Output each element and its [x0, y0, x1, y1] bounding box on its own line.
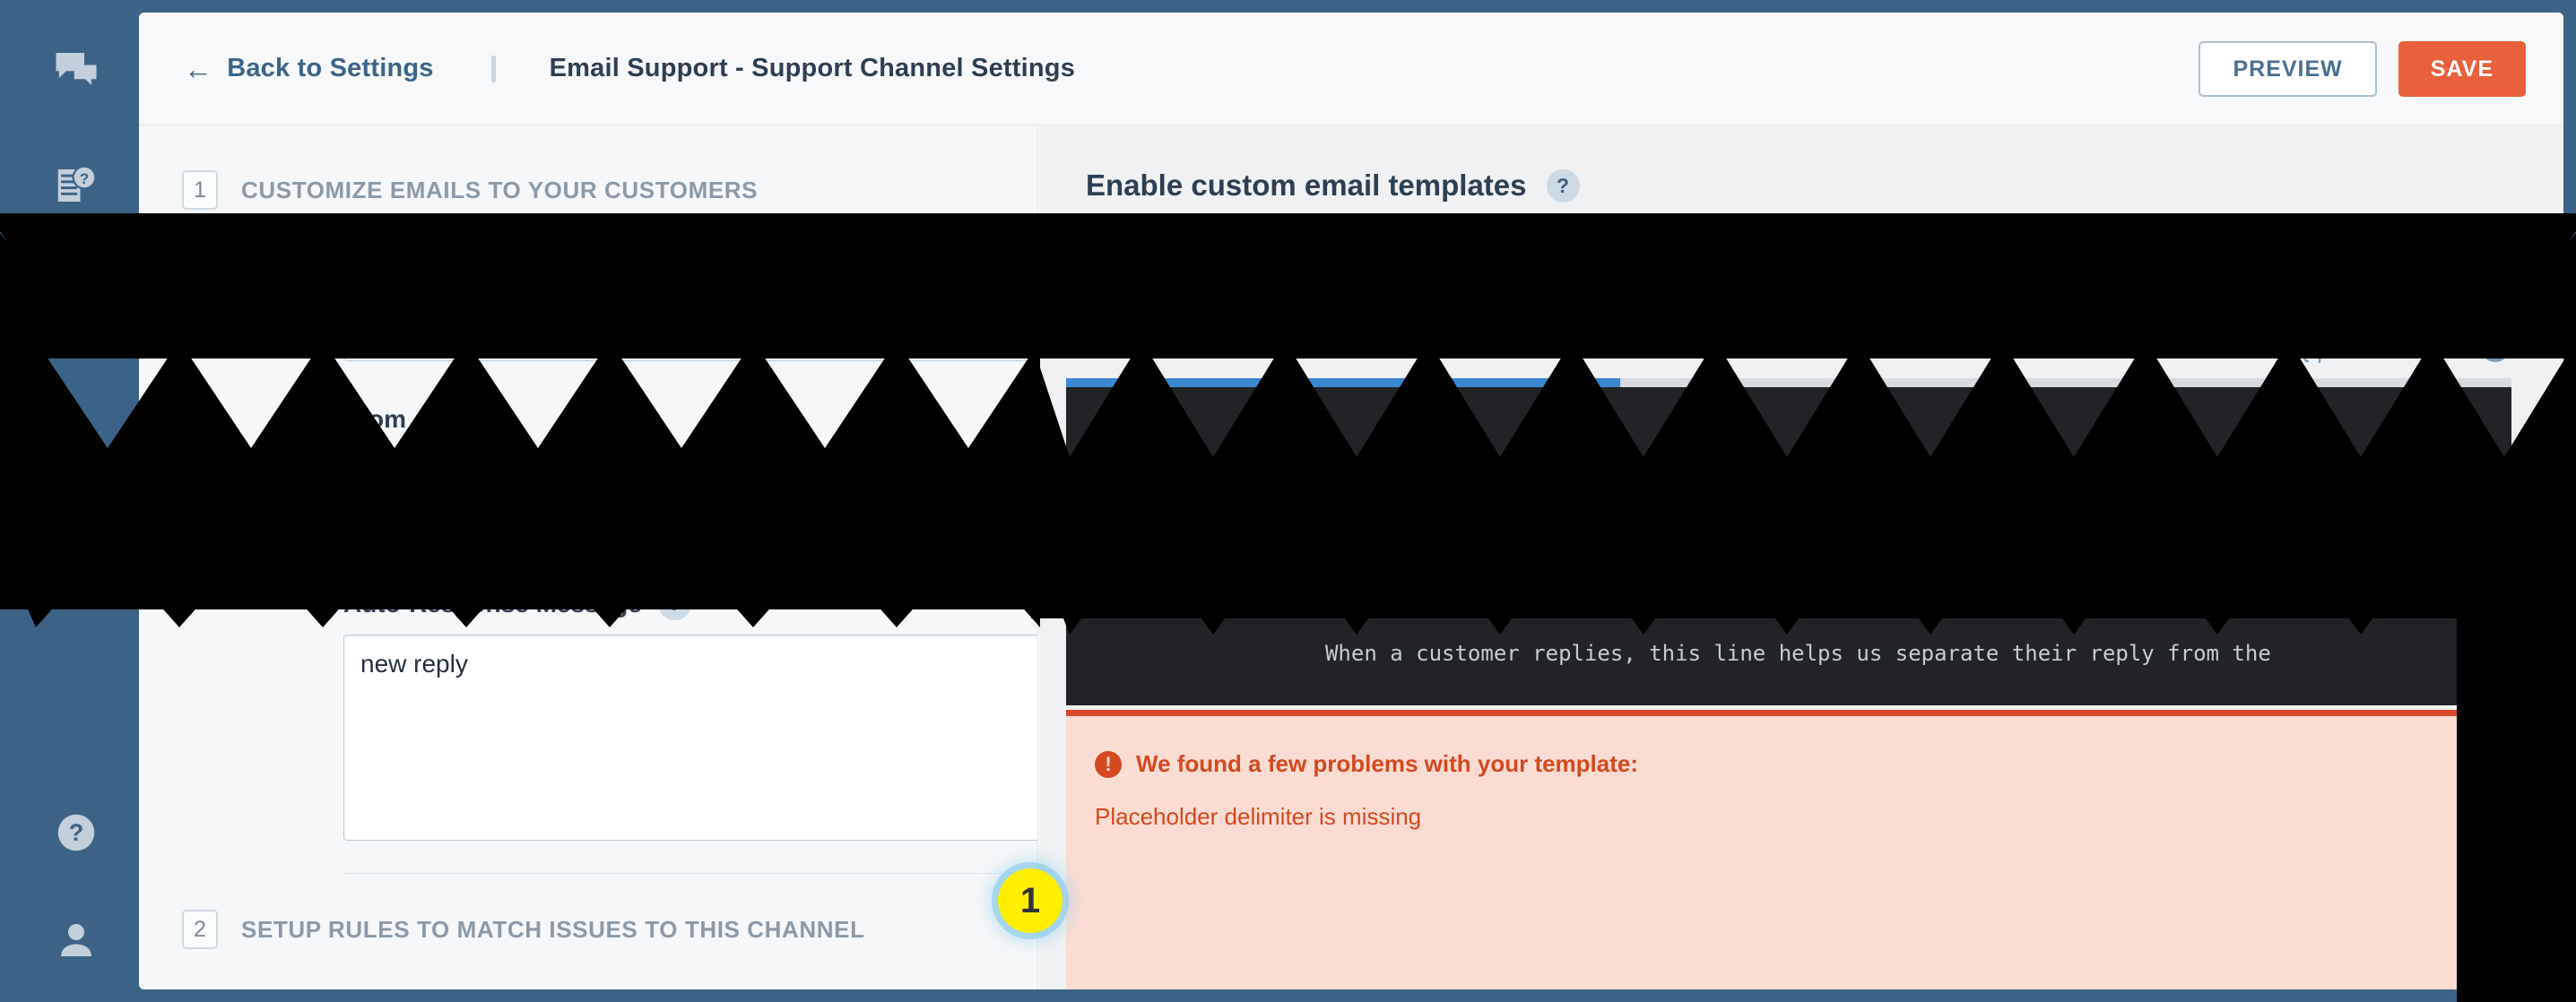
save-button[interactable]: SAVE [2398, 41, 2526, 97]
svg-text:?: ? [79, 170, 88, 187]
template-error-title: We found a few problems with your templa… [1136, 750, 1639, 777]
step-1-header: 1 CUSTOMIZE EMAILS TO YOUR CUSTOMERS [182, 170, 1037, 210]
document-question-icon: ? [52, 161, 100, 210]
form-divider-2 [343, 873, 1037, 874]
editor-horizontal-scrollbar[interactable] [1066, 378, 2511, 387]
enable-templates-header: Enable custom email templates ? [1086, 168, 2563, 203]
from-name-label-row: From Name ? [343, 251, 1037, 284]
help-circle-icon[interactable]: ? [2477, 330, 2513, 366]
from-field-group: From ? [343, 402, 1037, 513]
help-circle-icon: ? [52, 808, 100, 857]
editor-toolbar-icons: ? [2294, 330, 2513, 366]
bar-chart-icon [52, 278, 100, 326]
topbar-actions: PREVIEW SAVE [2199, 13, 2526, 125]
svg-text:?: ? [2490, 339, 2502, 359]
step-1-number: 1 [182, 170, 218, 210]
sidebar-item-reports[interactable] [13, 262, 139, 342]
form-divider [343, 545, 1037, 546]
left-icon-rail-inner: ? ? [13, 13, 139, 989]
editor-scrollbar-thumb[interactable] [1066, 378, 1620, 387]
settings-form-pane: 1 CUSTOMIZE EMAILS TO YOUR CUSTOMERS Fro… [139, 125, 1038, 989]
html-template-code-editor[interactable]: <!-- delimiter: When a customer replies,… [1066, 387, 2511, 705]
step-2-label: SETUP RULES TO MATCH ISSUES TO THIS CHAN… [241, 915, 865, 943]
toggle-label: YES [2413, 281, 2459, 307]
main-card: ← Back to Settings Email Support - Suppo… [139, 13, 2563, 989]
from-name-help-icon[interactable]: ? [498, 251, 532, 284]
auto-response-field-group: Auto-Response Message ? new reply [343, 587, 1037, 841]
body-split: 1 CUSTOMIZE EMAILS TO YOUR CUSTOMERS Fro… [139, 125, 2563, 989]
insert-placeholder-icon[interactable] [2294, 330, 2330, 366]
default-channel-note: i This is your default email support cha… [354, 985, 1037, 989]
template-tabs: HTML ! PLAIN TEXT [1086, 226, 2563, 272]
template-error-banner: ! We found a few problems with your temp… [1066, 710, 2511, 989]
template-error-title-row: ! We found a few problems with your temp… [1095, 750, 2511, 778]
sidebar-item-profile[interactable] [13, 900, 139, 980]
auto-response-value: new reply [360, 650, 468, 678]
tab-html[interactable]: HTML ! [1086, 226, 1196, 272]
auto-response-label: Auto-Response Message [343, 589, 642, 618]
from-name-label: From Name [343, 253, 482, 281]
from-name-input[interactable]: Happy Apps Support [343, 298, 1037, 361]
toggle-knob [2459, 272, 2502, 315]
step-2-number: 2 [182, 910, 218, 949]
template-editor-pane: Enable custom email templates ? YES HTML… [1039, 125, 2563, 989]
from-label-row: From ? [343, 402, 1037, 436]
back-to-settings-label: Back to Settings [227, 54, 434, 82]
tab-html-error-badge: ! [1168, 226, 1196, 254]
page-title: Email Support - Support Channel Settings [549, 54, 1076, 82]
tab-plain-text[interactable]: PLAIN TEXT [1256, 230, 1405, 272]
sidebar-item-faq[interactable]: ? [13, 145, 139, 226]
info-italic-icon: i [354, 985, 361, 989]
exclamation-circle-icon: ! [1095, 750, 1122, 778]
auto-response-textarea[interactable]: new reply [343, 635, 1037, 841]
annotation-badge-1: 1 [998, 868, 1062, 933]
enable-templates-toggle[interactable]: YES [2397, 269, 2506, 319]
code-line: When a customer replies, this line helps… [1066, 641, 2271, 666]
from-input[interactable] [343, 450, 1037, 513]
left-icon-rail: ? ? [0, 0, 139, 1002]
auto-response-label-row: Auto-Response Message ? [343, 587, 1037, 620]
default-channel-note-text: This is your default email support chann… [376, 987, 862, 990]
back-to-settings-link[interactable]: ← Back to Settings [184, 54, 434, 83]
code-line: <!-- delimiter: [1066, 496, 1468, 521]
svg-text:?: ? [68, 819, 83, 846]
arrow-left-icon: ← [184, 52, 213, 85]
breadcrumb-separator [490, 55, 496, 82]
from-label: From [343, 404, 406, 433]
tab-html-label: HTML [1086, 226, 1157, 253]
auto-response-help-icon[interactable]: ? [657, 587, 691, 620]
tab-plain-text-label: PLAIN TEXT [1256, 230, 1405, 257]
from-name-field-group: From Name ? Happy Apps Support [343, 251, 1037, 361]
gear-icon[interactable] [2386, 330, 2422, 366]
step-2-header: 2 SETUP RULES TO MATCH ISSUES TO THIS CH… [182, 910, 1037, 949]
sidebar-item-conversations[interactable] [13, 29, 139, 109]
top-bar: ← Back to Settings Email Support - Suppo… [139, 13, 2563, 125]
preview-button[interactable]: PREVIEW [2199, 41, 2377, 97]
sidebar-item-help[interactable]: ? [13, 792, 139, 873]
step-1-label: CUSTOMIZE EMAILS TO YOUR CUSTOMERS [241, 176, 759, 203]
enable-templates-title: Enable custom email templates [1086, 168, 1527, 202]
person-icon [52, 916, 100, 964]
code-editor-wrapper: <!-- delimiter: When a customer replies,… [1066, 378, 2511, 705]
from-help-icon[interactable]: ? [422, 402, 455, 436]
template-error-item: Placeholder delimiter is missing [1095, 803, 1422, 830]
chat-bubbles-icon [52, 45, 100, 93]
enable-templates-help-icon[interactable]: ? [1546, 168, 1580, 203]
